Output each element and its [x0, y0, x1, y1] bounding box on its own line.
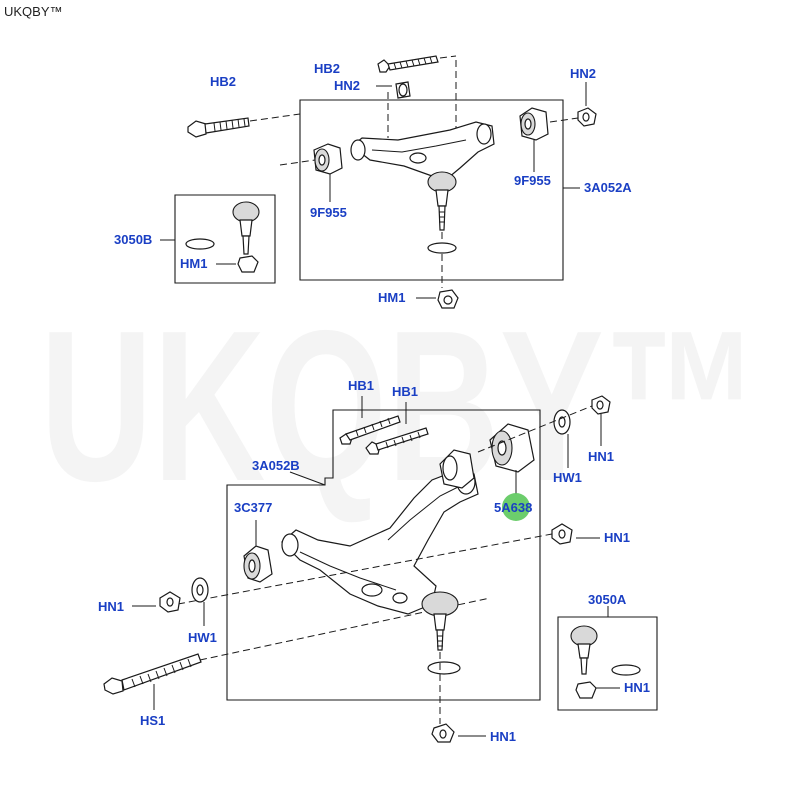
nut-hn1-bottom: [431, 723, 455, 743]
label-hb2-a: HB2: [210, 74, 236, 89]
bolt-hb2-top: [377, 55, 439, 73]
bolt-hb2-left: [187, 117, 250, 138]
brand-text: UKQBY™: [4, 4, 63, 19]
label-hm1-a: HM1: [180, 256, 207, 271]
label-hn1-left: HN1: [98, 599, 124, 614]
bushing-lower-center: [439, 449, 475, 489]
label-hn2-a: HN2: [334, 78, 360, 93]
bolt-hb1-b: [365, 427, 429, 455]
label-3050a: 3050A: [588, 592, 627, 607]
label-9f955-right: 9F955: [514, 173, 551, 188]
label-3c377: 3C377: [234, 500, 272, 515]
ball-joint-3050a-group: [557, 606, 658, 711]
label-hn1-d: HN1: [490, 729, 516, 744]
dash-long-axis: [177, 533, 553, 605]
bushing-9f955-right: [519, 107, 549, 141]
nut-hm1-upper: [437, 289, 459, 309]
upper-o-ring: [427, 242, 457, 254]
leader-3a052b: [289, 471, 326, 486]
nut-hn2-right: [577, 107, 597, 127]
nut-hn2-top: [395, 81, 411, 99]
dash-upper-right: [477, 405, 593, 453]
label-hs1: HS1: [140, 713, 165, 728]
label-3a052a: 3A052A: [584, 180, 632, 195]
label-hn1-c: HN1: [624, 680, 650, 695]
upper-arm-group: [187, 55, 597, 309]
lower-o-ring: [427, 661, 461, 675]
label-hn1-b: HN1: [604, 530, 630, 545]
label-hb2-b: HB2: [314, 61, 340, 76]
lower-ball-joint: [421, 591, 459, 651]
watermark-text: UKQBY™: [40, 285, 760, 526]
label-hb1-a: HB1: [348, 378, 374, 393]
label-hw1-left: HW1: [188, 630, 217, 645]
bolt-hs1: [103, 653, 202, 695]
label-3050b: 3050B: [114, 232, 152, 247]
lower-wishbone: [281, 469, 479, 615]
ball-joint-3050b-group: [160, 194, 276, 284]
ball-joint-3050b-frame: [174, 194, 276, 284]
upper-arm-frame: [299, 99, 564, 281]
upper-ball-joint: [427, 171, 457, 231]
upper-wishbone: [350, 121, 495, 179]
label-hn2-b: HN2: [570, 66, 596, 81]
bolt-hb1-a: [339, 415, 401, 445]
dash-hb2-top: [439, 55, 457, 59]
label-9f955-left: 9F955: [310, 205, 347, 220]
bushing-9f955-left: [313, 143, 343, 175]
label-hm1-b: HM1: [378, 290, 405, 305]
label-hw1-a: HW1: [553, 470, 582, 485]
dash-right-nut: [549, 117, 579, 123]
label-hb1-b: HB1: [392, 384, 418, 399]
bushing-5a638: [489, 423, 535, 473]
nut-hn1-left: [159, 591, 181, 613]
lower-arm-group: [103, 395, 611, 743]
highlight-circle: [502, 493, 530, 521]
label-hn1-a: HN1: [588, 449, 614, 464]
ball-joint-3050a-frame: [557, 616, 658, 711]
label-3a052b: 3A052B: [252, 458, 300, 473]
nut-hn1-midright: [551, 523, 573, 545]
label-5a638: 5A638: [494, 500, 532, 515]
dash-left-down: [279, 159, 316, 166]
bushing-3c377: [243, 545, 273, 583]
dash-hb2-left: [249, 113, 301, 122]
lower-arm-frame: [226, 409, 541, 701]
nut-hn1-topright: [591, 395, 611, 415]
